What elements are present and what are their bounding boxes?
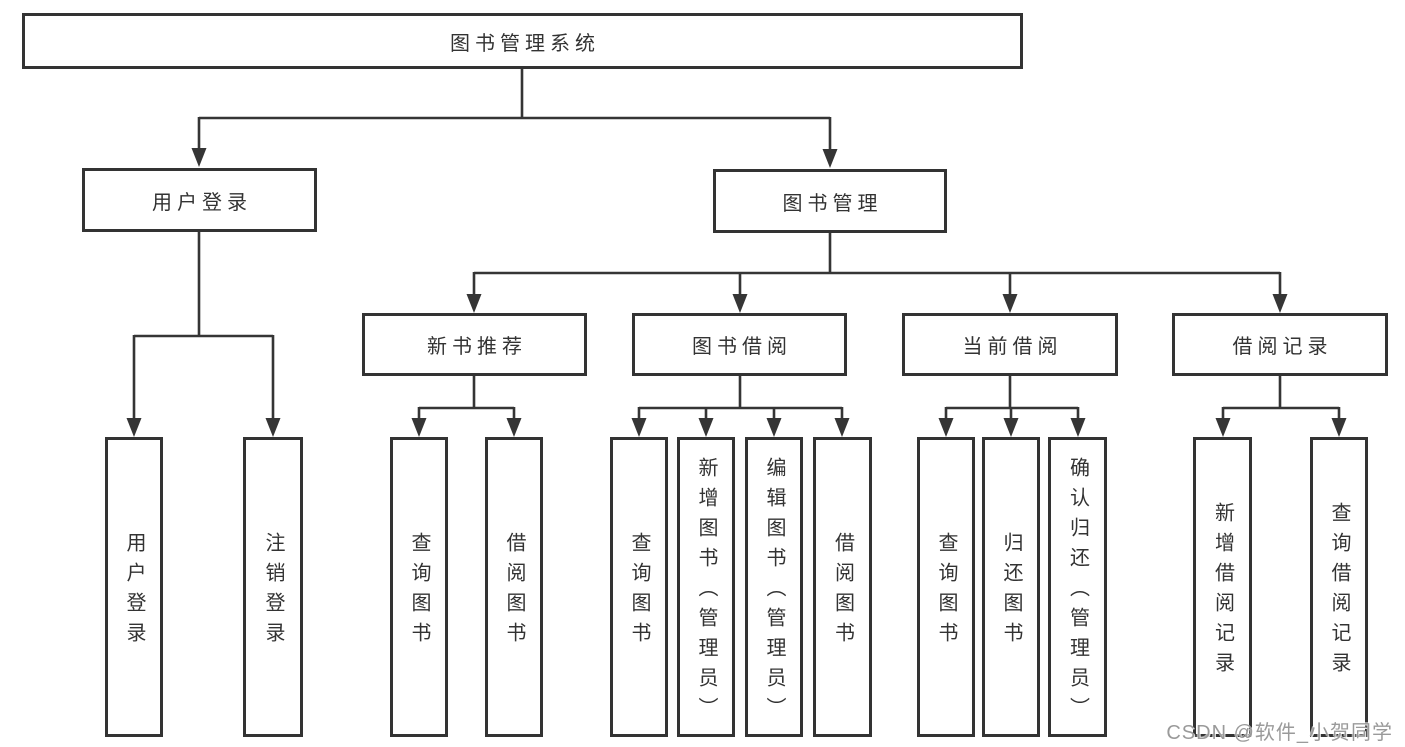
leaf-cb-query-books-label: 查询图书: [935, 532, 957, 652]
node-book-management: 图书管理: [713, 169, 947, 233]
leaf-user-login-label: 用户登录: [123, 532, 145, 652]
leaf-nbr-query-books-label: 查询图书: [408, 532, 430, 652]
leaf-br-add-record-label: 新增借阅记录: [1211, 502, 1234, 682]
leaf-bb-borrow-books-label: 借阅图书: [831, 532, 854, 652]
leaf-br-query-record-label: 查询借阅记录: [1328, 502, 1350, 682]
leaf-cb-confirm-return-admin: 确认归还（管理员）: [1048, 437, 1107, 737]
leaf-bb-edit-books-admin: 编辑图书（管理员）: [745, 437, 803, 737]
leaf-cb-confirm-return-admin-label: 确认归还（管理员）: [1066, 457, 1089, 727]
node-book-management-label: 图书管理: [782, 192, 883, 215]
leaf-nbr-borrow-books: 借阅图书: [485, 437, 543, 737]
node-borrowing-records-label: 借阅记录: [1232, 336, 1333, 358]
node-current-borrowing: 当前借阅: [902, 313, 1118, 376]
node-borrowing-records: 借阅记录: [1172, 313, 1388, 376]
node-system-root-label: 图书管理系统: [450, 32, 600, 55]
node-system-root: 图书管理系统: [22, 13, 1023, 69]
node-book-borrowing-label: 图书借阅: [692, 336, 792, 358]
csdn-watermark: CSDN @软件_小贺同学: [1166, 722, 1393, 744]
leaf-cb-return-books-label: 归还图书: [1000, 532, 1022, 652]
leaf-cb-return-books: 归还图书: [982, 437, 1040, 737]
leaf-nbr-query-books: 查询图书: [390, 437, 448, 737]
leaf-bb-borrow-books: 借阅图书: [813, 437, 872, 737]
leaf-bb-query-books-label: 查询图书: [628, 532, 650, 652]
leaf-bb-add-books-admin: 新增图书（管理员）: [677, 437, 735, 737]
leaf-logout-label: 注销登录: [262, 532, 284, 652]
leaf-bb-query-books: 查询图书: [610, 437, 668, 737]
leaf-logout: 注销登录: [243, 437, 303, 737]
node-book-borrowing: 图书借阅: [632, 313, 847, 376]
node-current-borrowing-label: 当前借阅: [962, 336, 1063, 358]
leaf-user-login: 用户登录: [105, 437, 163, 737]
leaf-br-add-record: 新增借阅记录: [1193, 437, 1252, 737]
node-new-book-recommend: 新书推荐: [362, 313, 587, 376]
node-new-book-recommend-label: 新书推荐: [427, 336, 527, 358]
leaf-cb-query-books: 查询图书: [917, 437, 975, 737]
leaf-nbr-borrow-books-label: 借阅图书: [503, 532, 525, 652]
leaf-bb-edit-books-admin-label: 编辑图书（管理员）: [763, 457, 785, 727]
leaf-br-query-record: 查询借阅记录: [1310, 437, 1368, 737]
node-user-login: 用户登录: [82, 168, 317, 232]
node-user-login-label: 用户登录: [152, 191, 252, 214]
leaf-bb-add-books-admin-label: 新增图书（管理员）: [695, 457, 717, 727]
